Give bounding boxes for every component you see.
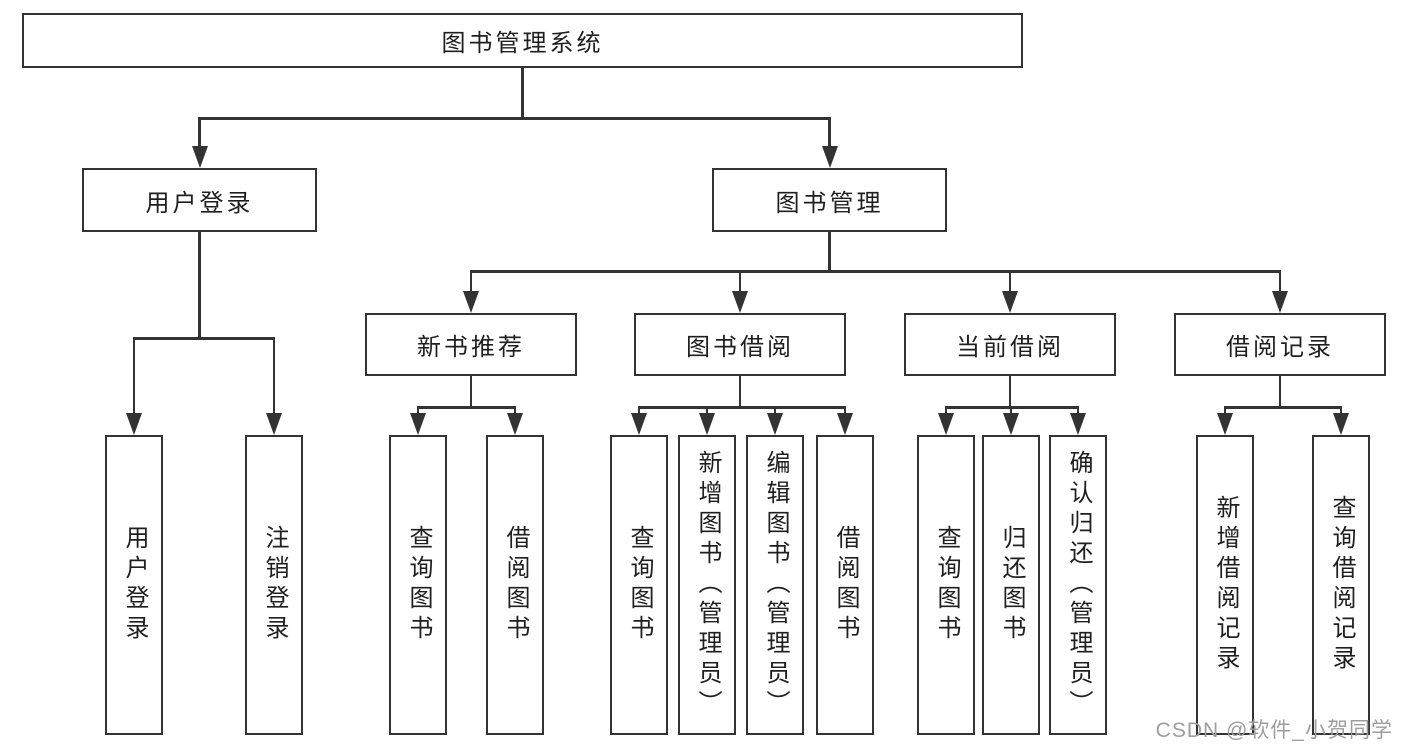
arrow-down: [266, 413, 282, 435]
node-label: 注销登录: [261, 525, 288, 645]
node-label: 图书管理: [775, 189, 884, 217]
node-label: 用户登录: [145, 189, 254, 217]
connector-line: [416, 406, 420, 414]
node-label: 新增借阅记录: [1212, 495, 1239, 675]
connector-line: [1278, 270, 1282, 292]
node-label: 新增图书（管理员）: [694, 450, 721, 720]
arrow-down: [1002, 291, 1018, 313]
connector-line: [843, 406, 847, 414]
connector-line: [416, 406, 517, 409]
arrow-down: [507, 413, 523, 435]
arrow-down: [1217, 413, 1233, 435]
arrow-down: [191, 146, 208, 168]
arrow-down: [631, 413, 647, 435]
arrow-down: [410, 413, 426, 435]
connector-line: [1223, 406, 1227, 414]
node-bb-borrow-books: 借阅图书: [816, 435, 874, 735]
connector-line: [1278, 376, 1282, 409]
node-label: 图书管理系统: [441, 30, 604, 57]
node-label: 借阅图书: [832, 525, 859, 645]
connector-line: [738, 270, 742, 292]
connector-line: [521, 68, 524, 120]
node-book-mgmt: 图书管理: [712, 168, 947, 232]
connector-line: [637, 406, 847, 409]
arrow-down: [837, 413, 853, 435]
connector-line: [513, 406, 517, 414]
node-book-borrow: 图书借阅: [634, 313, 846, 376]
connector-line: [705, 406, 709, 414]
node-user-login: 用户登录: [82, 168, 317, 232]
arrow-down: [732, 291, 748, 313]
connector-line: [1008, 270, 1012, 292]
connector-line: [469, 270, 1282, 273]
node-current-borrow: 当前借阅: [904, 313, 1116, 376]
node-cb-query-books: 查询图书: [917, 435, 975, 735]
connector-line: [132, 337, 136, 414]
arrow-down: [1333, 413, 1349, 435]
node-label: 查询借阅记录: [1328, 495, 1355, 675]
connector-line: [469, 376, 473, 409]
node-label: 当前借阅: [956, 334, 1064, 361]
arrow-down: [463, 291, 479, 313]
node-label: 用户登录: [121, 525, 148, 645]
watermark: CSDN @软件_小贺同学: [1155, 719, 1393, 742]
arrow-down: [126, 413, 142, 435]
connector-line: [198, 232, 201, 340]
node-label: 查询图书: [933, 525, 960, 645]
node-root: 图书管理系统: [22, 13, 1023, 68]
arrow-down: [821, 146, 838, 168]
node-nbr-borrow-books: 借阅图书: [486, 435, 544, 735]
node-label: 借阅图书: [502, 525, 529, 645]
node-label: 编辑图书（管理员）: [762, 450, 789, 720]
node-cb-confirm-return: 确认归还（管理员）: [1049, 435, 1107, 735]
node-label: 查询图书: [626, 525, 653, 645]
connector-line: [828, 117, 831, 147]
node-br-add-record: 新增借阅记录: [1196, 435, 1254, 735]
node-label: 归还图书: [998, 525, 1025, 645]
connector-line: [1009, 406, 1013, 414]
node-br-query-record: 查询借阅记录: [1312, 435, 1370, 735]
connector-line: [637, 406, 641, 414]
node-label: 图书借阅: [686, 334, 794, 361]
connector-line: [1223, 406, 1343, 409]
arrow-down: [699, 413, 715, 435]
connector-line: [469, 270, 473, 292]
connector-line: [132, 337, 276, 340]
connector-line: [272, 337, 276, 414]
node-new-book-rec: 新书推荐: [365, 313, 577, 376]
connector-line: [828, 232, 831, 273]
arrow-down: [1272, 291, 1288, 313]
node-label: 借阅记录: [1226, 334, 1334, 361]
node-borrow-records: 借阅记录: [1174, 313, 1386, 376]
connector-line: [198, 117, 831, 120]
arrow-down: [767, 413, 783, 435]
node-label: 查询图书: [405, 525, 432, 645]
arrow-down: [938, 413, 954, 435]
node-label: 新书推荐: [417, 334, 525, 361]
node-bb-query-books: 查询图书: [610, 435, 668, 735]
node-cb-return-books: 归还图书: [982, 435, 1040, 735]
connector-line: [773, 406, 777, 414]
connector-line: [1008, 376, 1012, 409]
arrow-down: [1003, 413, 1019, 435]
connector-line: [944, 406, 948, 414]
arrow-down: [1070, 413, 1086, 435]
node-bb-edit-books: 编辑图书（管理员）: [746, 435, 804, 735]
node-label: 确认归还（管理员）: [1065, 450, 1092, 720]
connector-line: [1076, 406, 1080, 414]
connector-line: [198, 117, 201, 147]
node-logout-action: 注销登录: [245, 435, 303, 735]
connector-line: [1339, 406, 1343, 414]
node-nbr-query-books: 查询图书: [389, 435, 447, 735]
node-user-login-action: 用户登录: [105, 435, 163, 735]
node-bb-add-books: 新增图书（管理员）: [678, 435, 736, 735]
connector-line: [738, 376, 742, 409]
